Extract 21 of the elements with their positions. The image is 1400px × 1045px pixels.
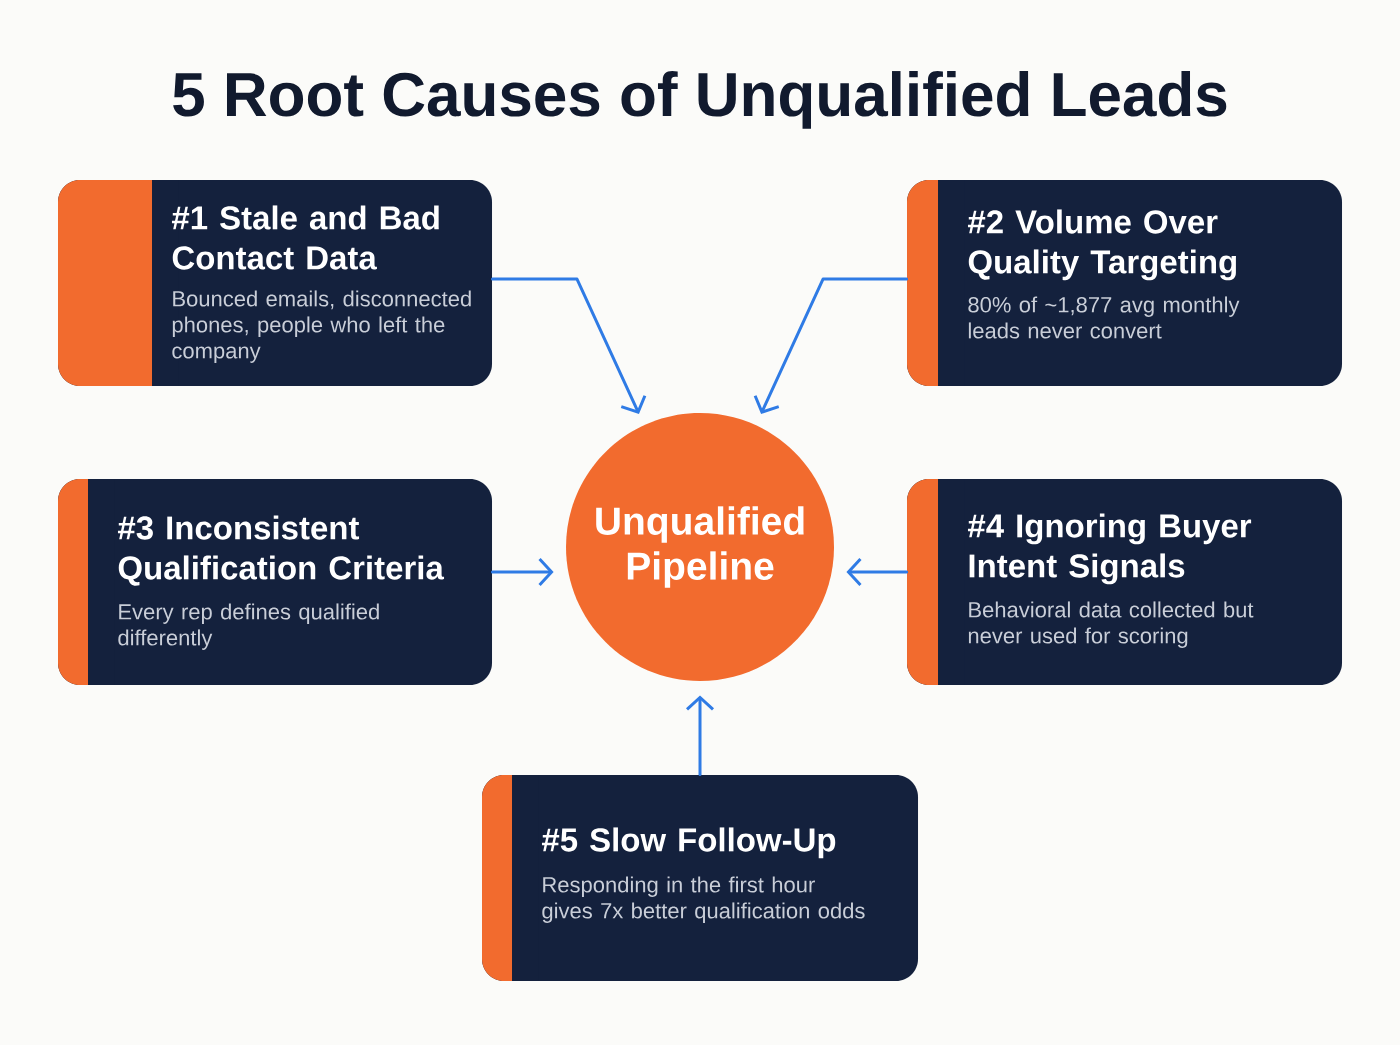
arrow: [753, 277, 909, 414]
arrow: [490, 277, 647, 414]
card-heading: #5 Slow Follow-Up: [542, 827, 836, 859]
arrow: [490, 558, 554, 587]
card-heading: #1 Stale and Bad Contact Data: [171, 205, 439, 270]
cause-card: [58, 479, 492, 685]
arrow: [846, 558, 909, 587]
card-description: Every rep defines qualified differently: [118, 603, 379, 650]
card-description: Behavioral data collected but never used for scoring: [968, 601, 1254, 648]
card-heading: #4 Ignoring Buyer Intent Signals: [968, 513, 1252, 585]
card-heading: #2 Volume Over Quality Targeting: [968, 209, 1236, 281]
card-heading: #3 Inconsistent Qualification Criteria: [117, 515, 445, 586]
title: 5 Root Causes of Unqualified Leads: [173, 71, 1227, 129]
card-description: 80% of ~1,877 avg monthly leads never convert: [968, 296, 1240, 339]
cause-card: [907, 479, 1342, 685]
card-description: Responding in the first hour gives 7x better qualification odds: [542, 876, 865, 923]
cause-card: [58, 180, 492, 386]
cause-card: [482, 775, 918, 981]
card-description: Bounced emails, disconnected phones, people who left the company: [172, 290, 471, 363]
cause-card: [907, 180, 1342, 386]
arrow: [686, 695, 715, 777]
